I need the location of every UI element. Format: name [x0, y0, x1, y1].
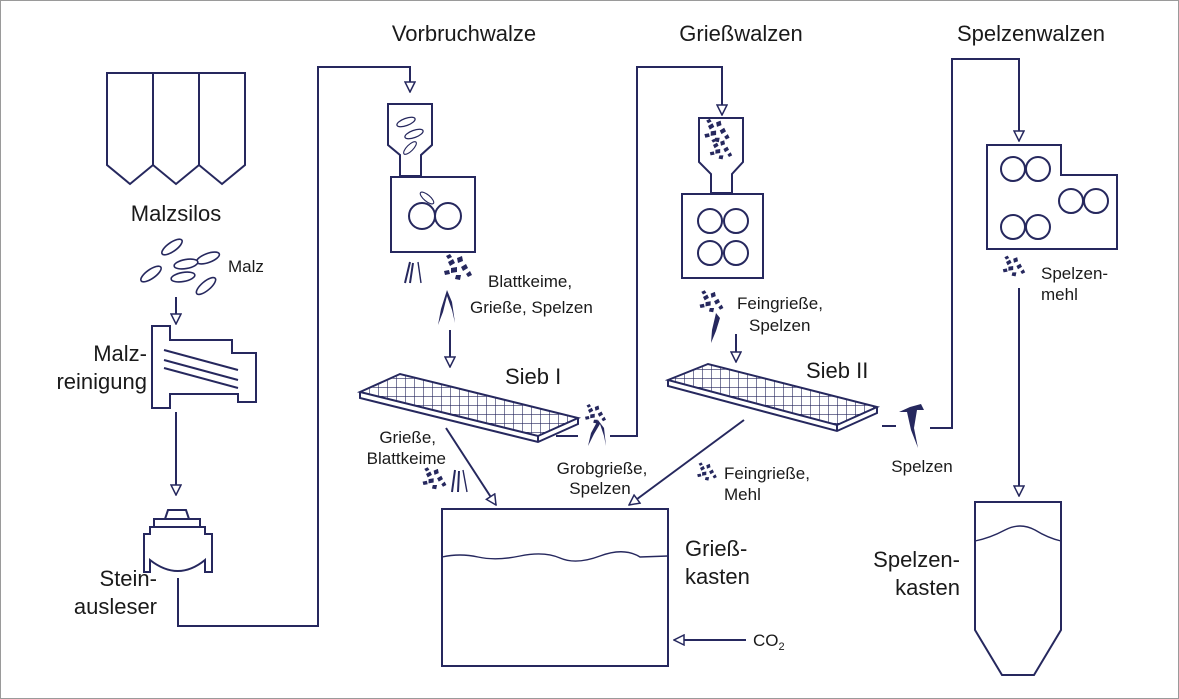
sieb2-label: Sieb II [806, 358, 868, 383]
sieb1-label: Sieb I [505, 364, 561, 389]
griesswalzen-label: Grießwalzen [679, 21, 802, 46]
feingriesse-mehl-particles [697, 462, 717, 481]
feingriesse-mehl-label-1: Feingrieße, [724, 464, 810, 483]
malzreinigung-label-1: Malz- [93, 341, 147, 366]
blattkeime-label-1: Blattkeime, [488, 272, 572, 291]
grits-bin [441, 508, 669, 667]
grobgriesse-label-2: Spelzen [569, 479, 630, 498]
steinausleser-label-2: ausleser [74, 594, 157, 619]
spelzenwalzen-label: Spelzenwalzen [957, 21, 1105, 46]
pre-crushing-roller [387, 103, 476, 253]
malzsilos-label: Malzsilos [131, 201, 221, 226]
spelzenkasten-label-2: kasten [895, 575, 960, 600]
feingriesse-particles [699, 290, 724, 343]
destoner-unit [143, 509, 213, 573]
feingriesse-spelzen-label-2: Spelzen [749, 316, 810, 335]
spelzenmehl-label-1: Spelzen- [1041, 264, 1108, 283]
malt-grains [137, 235, 222, 298]
grobgriesse-label-1: Grobgrieße, [557, 459, 648, 478]
malt-cleaning-unit [151, 325, 257, 409]
feingriesse-mehl-label-2: Mehl [724, 485, 761, 504]
feingriesse-spelzen-label-1: Feingrieße, [737, 294, 823, 313]
grobgriesse-particles [585, 404, 606, 446]
spelzenkasten-label-1: Spelzen- [873, 547, 960, 572]
griesskasten-label-1: Grieß- [685, 536, 747, 561]
co2-label: CO2 [753, 631, 785, 653]
griesse-particles [422, 467, 468, 493]
malt-silos [106, 72, 246, 186]
griesskasten-label-2: kasten [685, 564, 750, 589]
sieve-1 [356, 372, 582, 444]
grits-roller [681, 117, 764, 279]
griesse-blattkeime-label-2: Blattkeime [367, 449, 446, 468]
spelzen-label: Spelzen [891, 457, 952, 476]
griesse-blattkeime-label-1: Grieße, [379, 428, 436, 447]
blattkeime-particles [404, 254, 472, 325]
malz-label: Malz [228, 257, 264, 276]
spelzenmehl-label-2: mehl [1041, 285, 1078, 304]
husk-rollers [986, 144, 1118, 250]
steinausleser-label-1: Stein- [100, 566, 157, 591]
husk-bin [974, 501, 1062, 676]
sieve-2 [664, 362, 881, 433]
blattkeime-label-2: Grieße, Spelzen [470, 298, 593, 317]
spelzenmehl-particles [1002, 255, 1026, 277]
spelzen-particles [899, 404, 924, 448]
vorbruchwalze-label: Vorbruchwalze [392, 21, 536, 46]
malzreinigung-label-2: reinigung [56, 369, 147, 394]
